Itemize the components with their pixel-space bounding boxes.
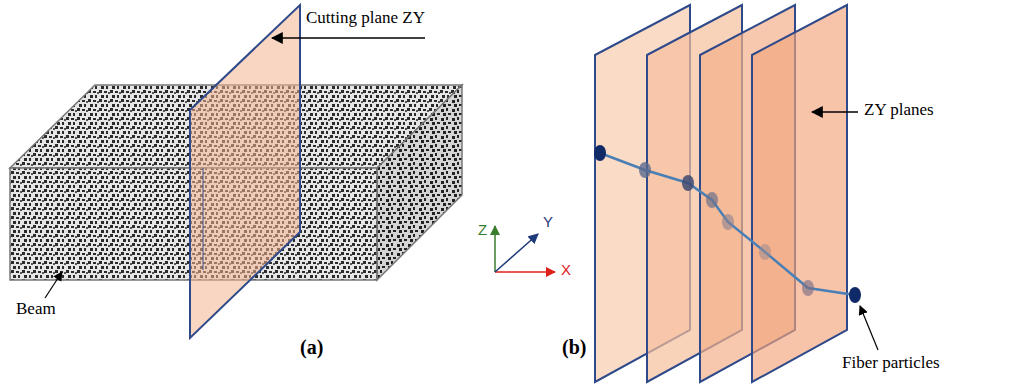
cutting-plane [190, 5, 300, 338]
leader-line [812, 111, 858, 113]
callout-label: ZY planes [864, 101, 934, 120]
panel-label: (b) [562, 336, 586, 358]
part-label: Beam [16, 300, 56, 319]
callout-label: Fiber particles [842, 354, 940, 373]
leader-line [860, 306, 878, 350]
axis-label: Y [543, 214, 553, 231]
callout-label: Cutting plane ZY [306, 9, 425, 28]
leader-line [272, 37, 425, 39]
leader-line [45, 272, 62, 298]
zy-planes [595, 5, 847, 382]
axis-label: X [561, 262, 571, 279]
fiber-chain [594, 145, 861, 303]
axis-label: Z [478, 222, 487, 239]
axes [495, 226, 555, 272]
panel-label: (a) [300, 336, 323, 358]
